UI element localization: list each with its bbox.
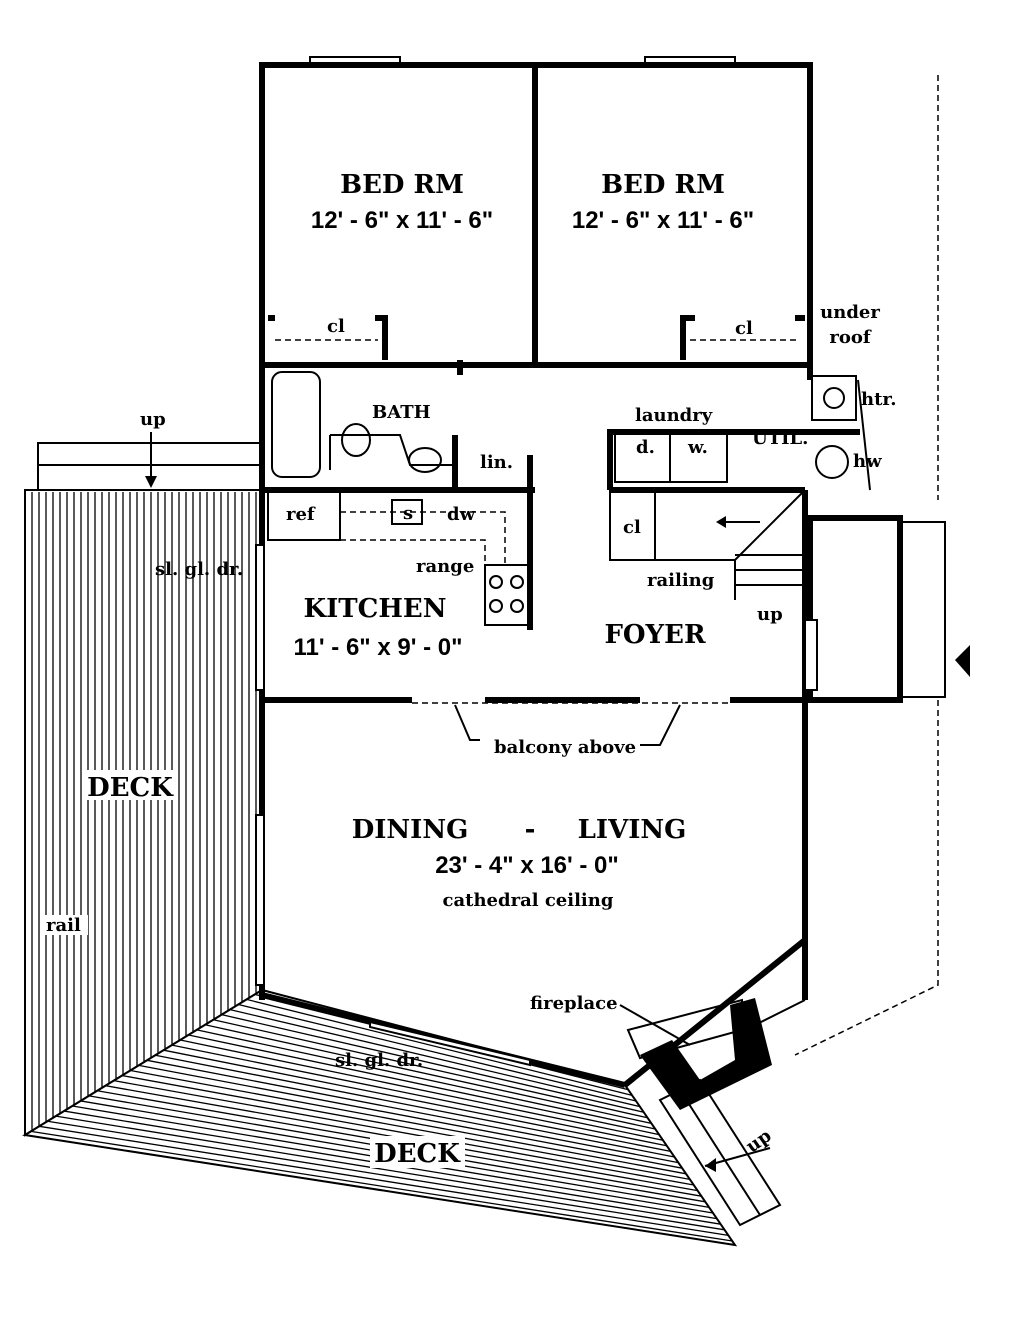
bed2-closet: cl xyxy=(735,318,753,339)
deck-board xyxy=(213,1019,648,1119)
roof-outline xyxy=(794,75,939,1056)
under-roof-2: roof xyxy=(829,327,871,348)
dw-label: dw xyxy=(447,504,476,525)
under-roof-1: under xyxy=(820,302,880,323)
deck-board xyxy=(204,1024,652,1125)
walls xyxy=(255,56,970,1110)
living-label: LIVING xyxy=(578,815,687,845)
stair-up-label: up xyxy=(757,604,783,625)
railing-label: railing xyxy=(647,570,715,591)
linen-label: lin. xyxy=(480,452,513,473)
bed2-label: BED RM xyxy=(601,170,725,200)
fireplace-label: fireplace xyxy=(530,993,618,1014)
deck-board xyxy=(138,1064,683,1169)
deck-board xyxy=(113,1079,694,1186)
bed1-size: 12' - 6" x 11' - 6" xyxy=(311,207,493,234)
deck-board xyxy=(238,1003,637,1102)
heater-label: htr. xyxy=(861,389,897,410)
dining-living-size: 23' - 4" x 16' - 0" xyxy=(435,852,619,879)
deck-board xyxy=(122,1074,691,1181)
deck-board xyxy=(229,1008,640,1108)
deck-up-label: up xyxy=(140,409,166,430)
deck-board xyxy=(30,1130,733,1242)
deck-bottom xyxy=(22,988,738,1247)
deck-board xyxy=(155,1054,675,1158)
rail-label: rail xyxy=(46,915,81,936)
deck-board xyxy=(196,1029,656,1130)
washer-label: w. xyxy=(687,437,708,458)
kitchen-door-label: sl. gl. dr. xyxy=(155,559,243,580)
foyer-closet: cl xyxy=(623,517,641,538)
range-label: range xyxy=(416,556,474,577)
bed2-size: 12' - 6" x 11' - 6" xyxy=(572,207,754,234)
deck-board xyxy=(171,1044,667,1147)
living-door-label: sl. gl. dr. xyxy=(335,1050,423,1071)
hot-water-label: hw xyxy=(853,451,882,472)
deck-board xyxy=(39,1125,729,1237)
deck-board xyxy=(188,1034,660,1136)
sink-label: s xyxy=(403,503,413,524)
bed1-label: BED RM xyxy=(340,170,464,200)
deck-board xyxy=(246,998,633,1097)
deck-board xyxy=(163,1049,671,1153)
up-arrow-icon xyxy=(145,476,157,488)
balcony-label: balcony above xyxy=(494,737,636,758)
laundry-label: laundry xyxy=(635,405,713,426)
deck-board xyxy=(146,1059,679,1164)
dining-label: DINING xyxy=(352,815,469,845)
kitchen-size: 11' - 6" x 9' - 0" xyxy=(294,634,463,661)
deck-board xyxy=(180,1039,664,1141)
deck-board xyxy=(130,1069,687,1175)
dryer-label: d. xyxy=(636,437,655,458)
entry-arrow-icon xyxy=(955,645,970,677)
deck-bottom-label: DECK xyxy=(374,1139,461,1169)
ref-label: ref xyxy=(286,504,316,525)
dining-living-dash: - xyxy=(525,815,536,845)
deck-board xyxy=(47,1120,725,1231)
bed1-closet: cl xyxy=(327,316,345,337)
deck-board xyxy=(221,1014,644,1113)
util-label: UTIL. xyxy=(752,428,808,449)
ceiling-label: cathedral ceiling xyxy=(443,890,614,911)
foyer-label: FOYER xyxy=(604,620,705,650)
bath-label: BATH xyxy=(372,402,431,423)
kitchen-label: KITCHEN xyxy=(304,594,447,624)
deck-left-label: DECK xyxy=(87,773,174,803)
deck-board xyxy=(55,1115,721,1225)
